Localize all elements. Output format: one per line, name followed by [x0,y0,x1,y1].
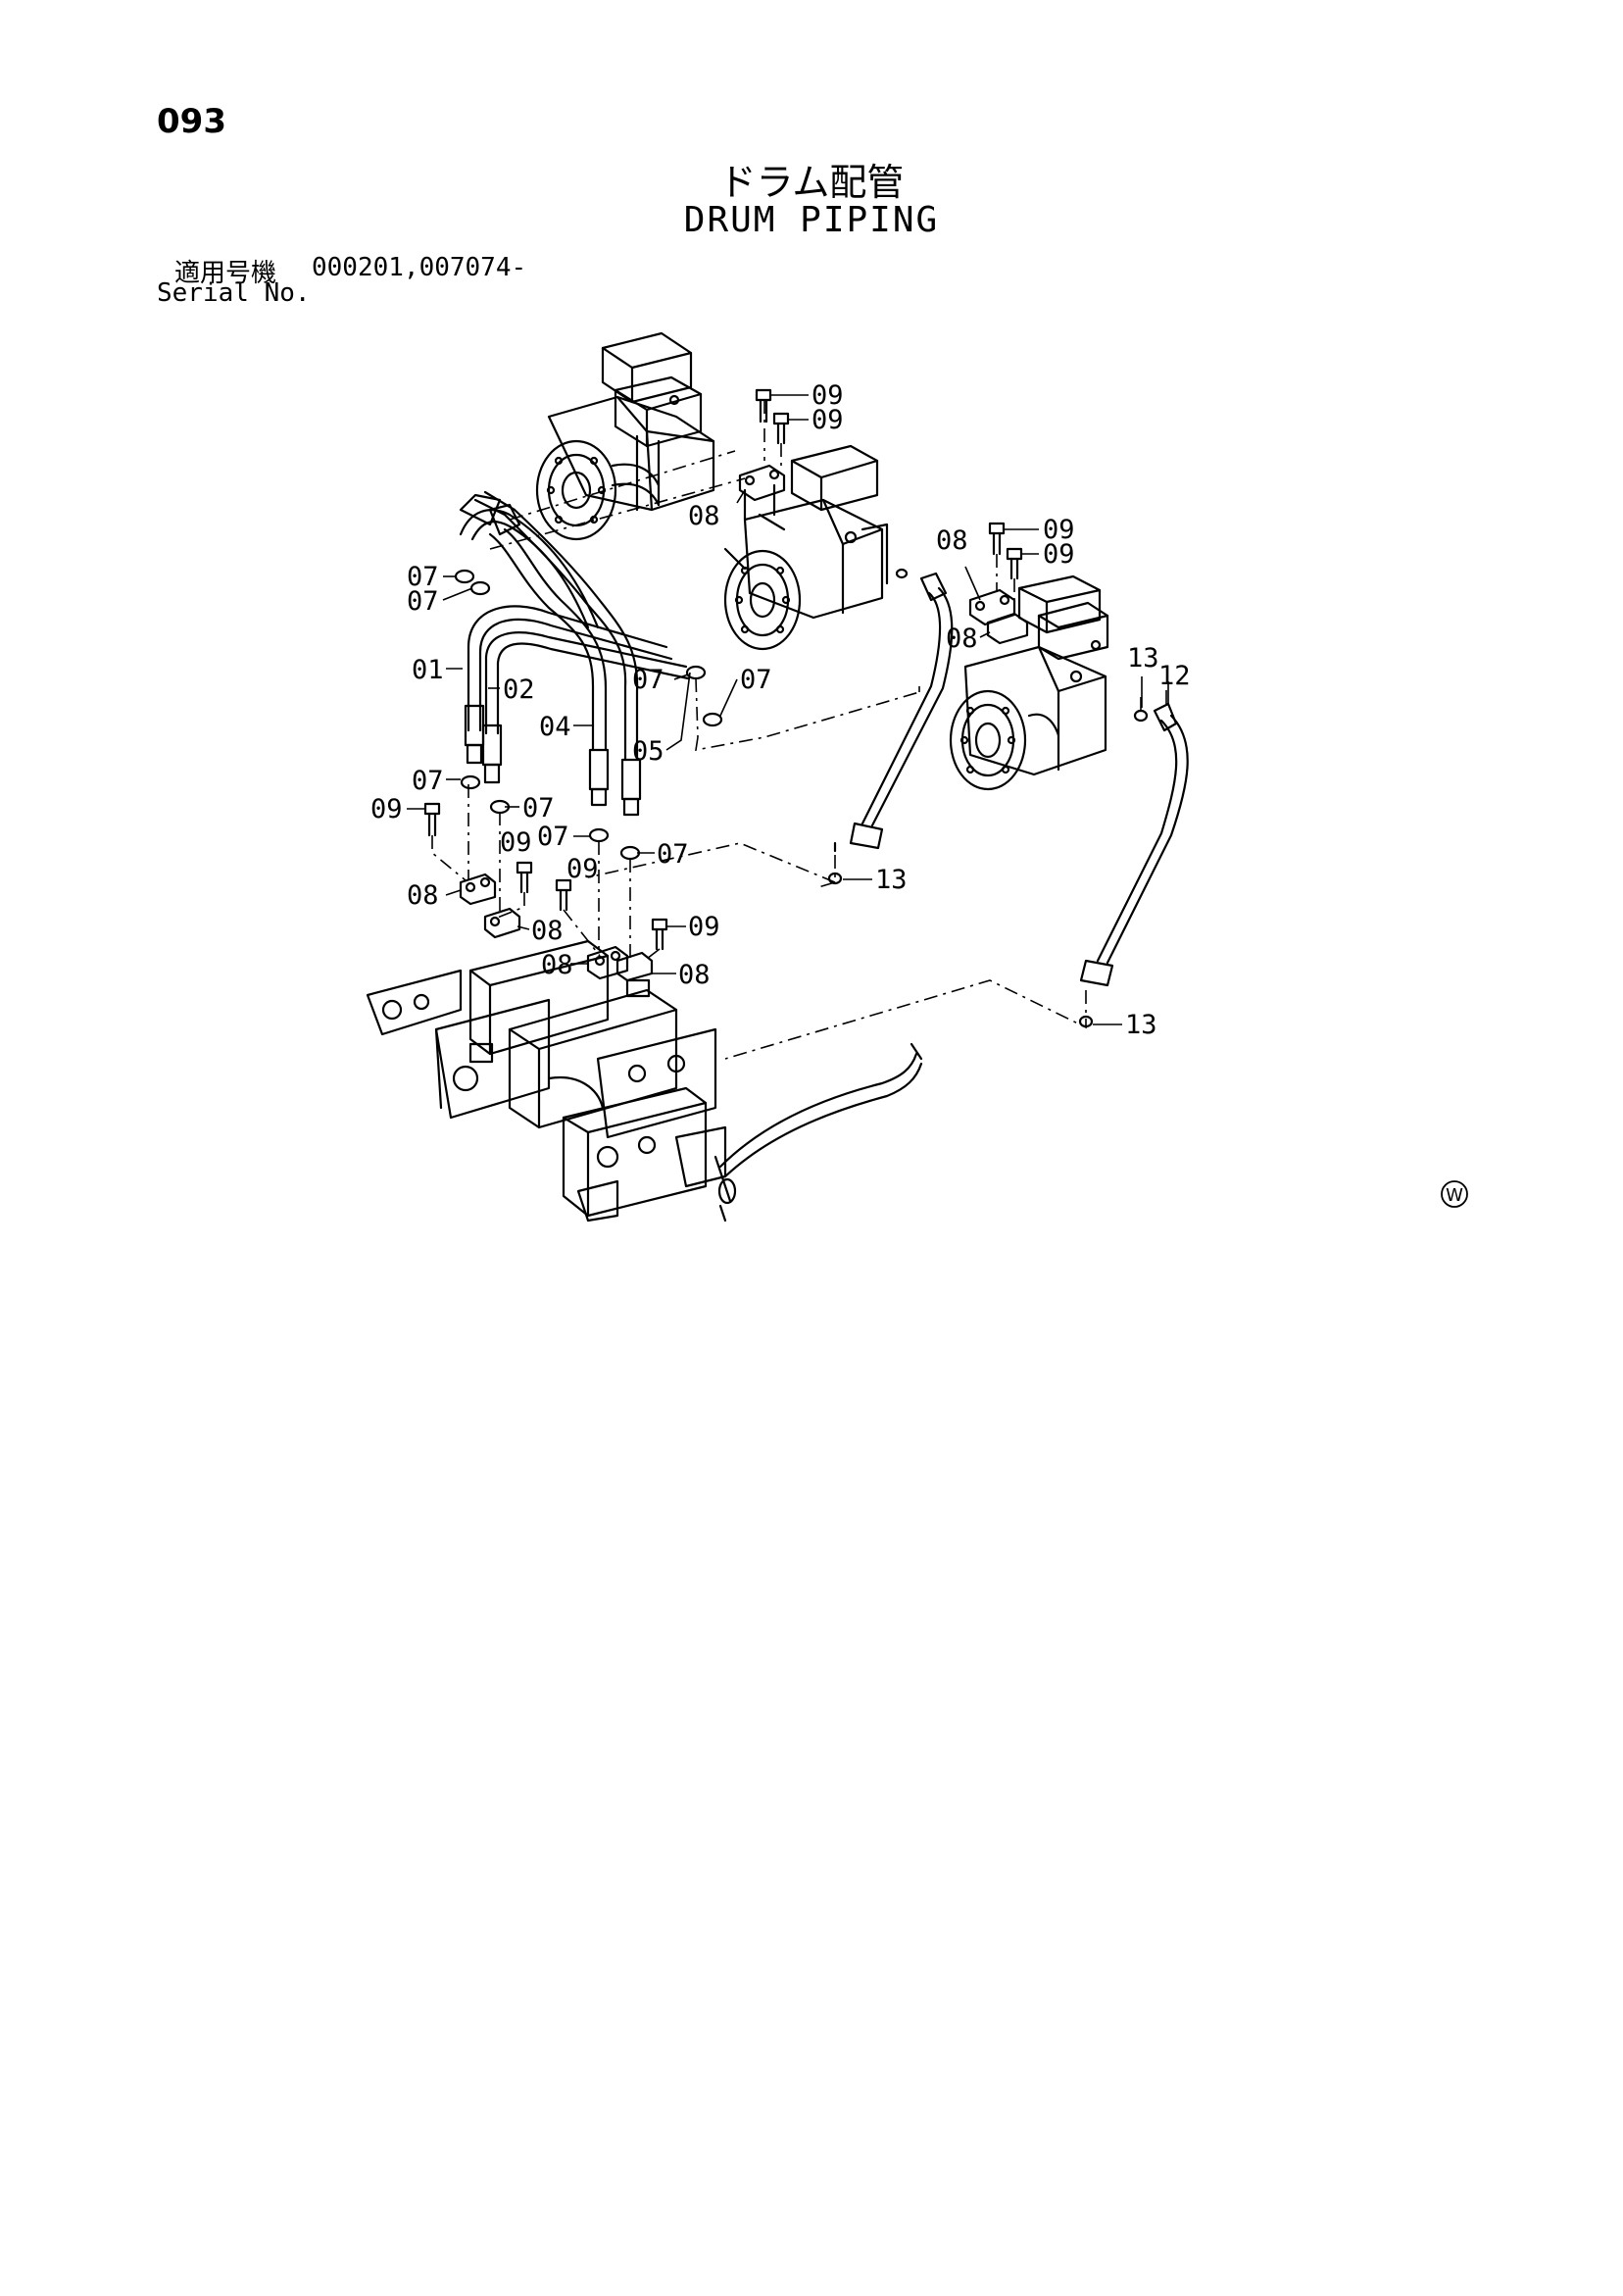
callout-labels: 09 09 08 09 09 08 08 13 12 07 07 01 02 0… [370,380,1191,1040]
callout-label: 09 [1043,515,1075,545]
callout-label: 07 [740,665,772,695]
callout-label: 09 [688,912,720,942]
callout-label: 08 [541,950,573,980]
serial-label: Serial No. [157,278,311,308]
callout-label: 08 [946,624,978,654]
serial-label-japanese: 適用号機 [174,259,277,288]
drum-motor-3 [949,574,1109,791]
callout-label: 02 [503,674,535,705]
callout-label: 09 [1043,539,1075,570]
callout-label: 09 [812,380,844,411]
serial-numbers: 000201,007074- [312,253,527,282]
callout-label: 07 [407,586,439,617]
hose-13 [1079,702,1189,987]
hose-02 [481,631,690,784]
callout-label: 07 [632,665,664,695]
callout-label: 13 [1125,1010,1157,1040]
callout-label: 09 [566,854,599,884]
hose-04 [488,527,610,807]
hose-12 [833,572,954,853]
callout-label: 13 [875,865,908,895]
circled-w-mark: W [1441,1180,1468,1208]
bolt-09 [423,388,1023,951]
hose-to-motor-1 [459,493,600,629]
callout-label: 07 [657,839,689,870]
callout-label: 07 [407,562,439,592]
callout-label: 04 [539,712,571,742]
return-hose [718,1042,923,1178]
callout-label: 08 [688,501,720,531]
callout-label: 05 [632,736,664,767]
callout-label: 07 [537,822,569,852]
callout-label: 08 [531,916,564,946]
page-title: DRUM PIPING [683,200,940,240]
callout-label: 07 [522,793,555,824]
callout-label: 08 [678,960,711,990]
drum-motor-2 [723,444,889,651]
corner-mark-letter: W [1446,1185,1463,1206]
page-number: 093 [157,102,226,141]
o-rings [454,568,1149,1028]
page-title-japanese: ドラム配管 [718,161,905,204]
callout-label: 09 [812,405,844,435]
callout-label: 08 [407,880,439,911]
callout-label: 07 [412,766,444,796]
callout-label: 12 [1158,661,1191,691]
callout-label: 09 [500,827,532,858]
callout-label: 08 [936,525,968,556]
callout-label: 13 [1127,643,1159,674]
callout-label: 01 [412,655,444,685]
drum-motor-1 [535,331,715,541]
callout-label: 09 [370,794,403,824]
